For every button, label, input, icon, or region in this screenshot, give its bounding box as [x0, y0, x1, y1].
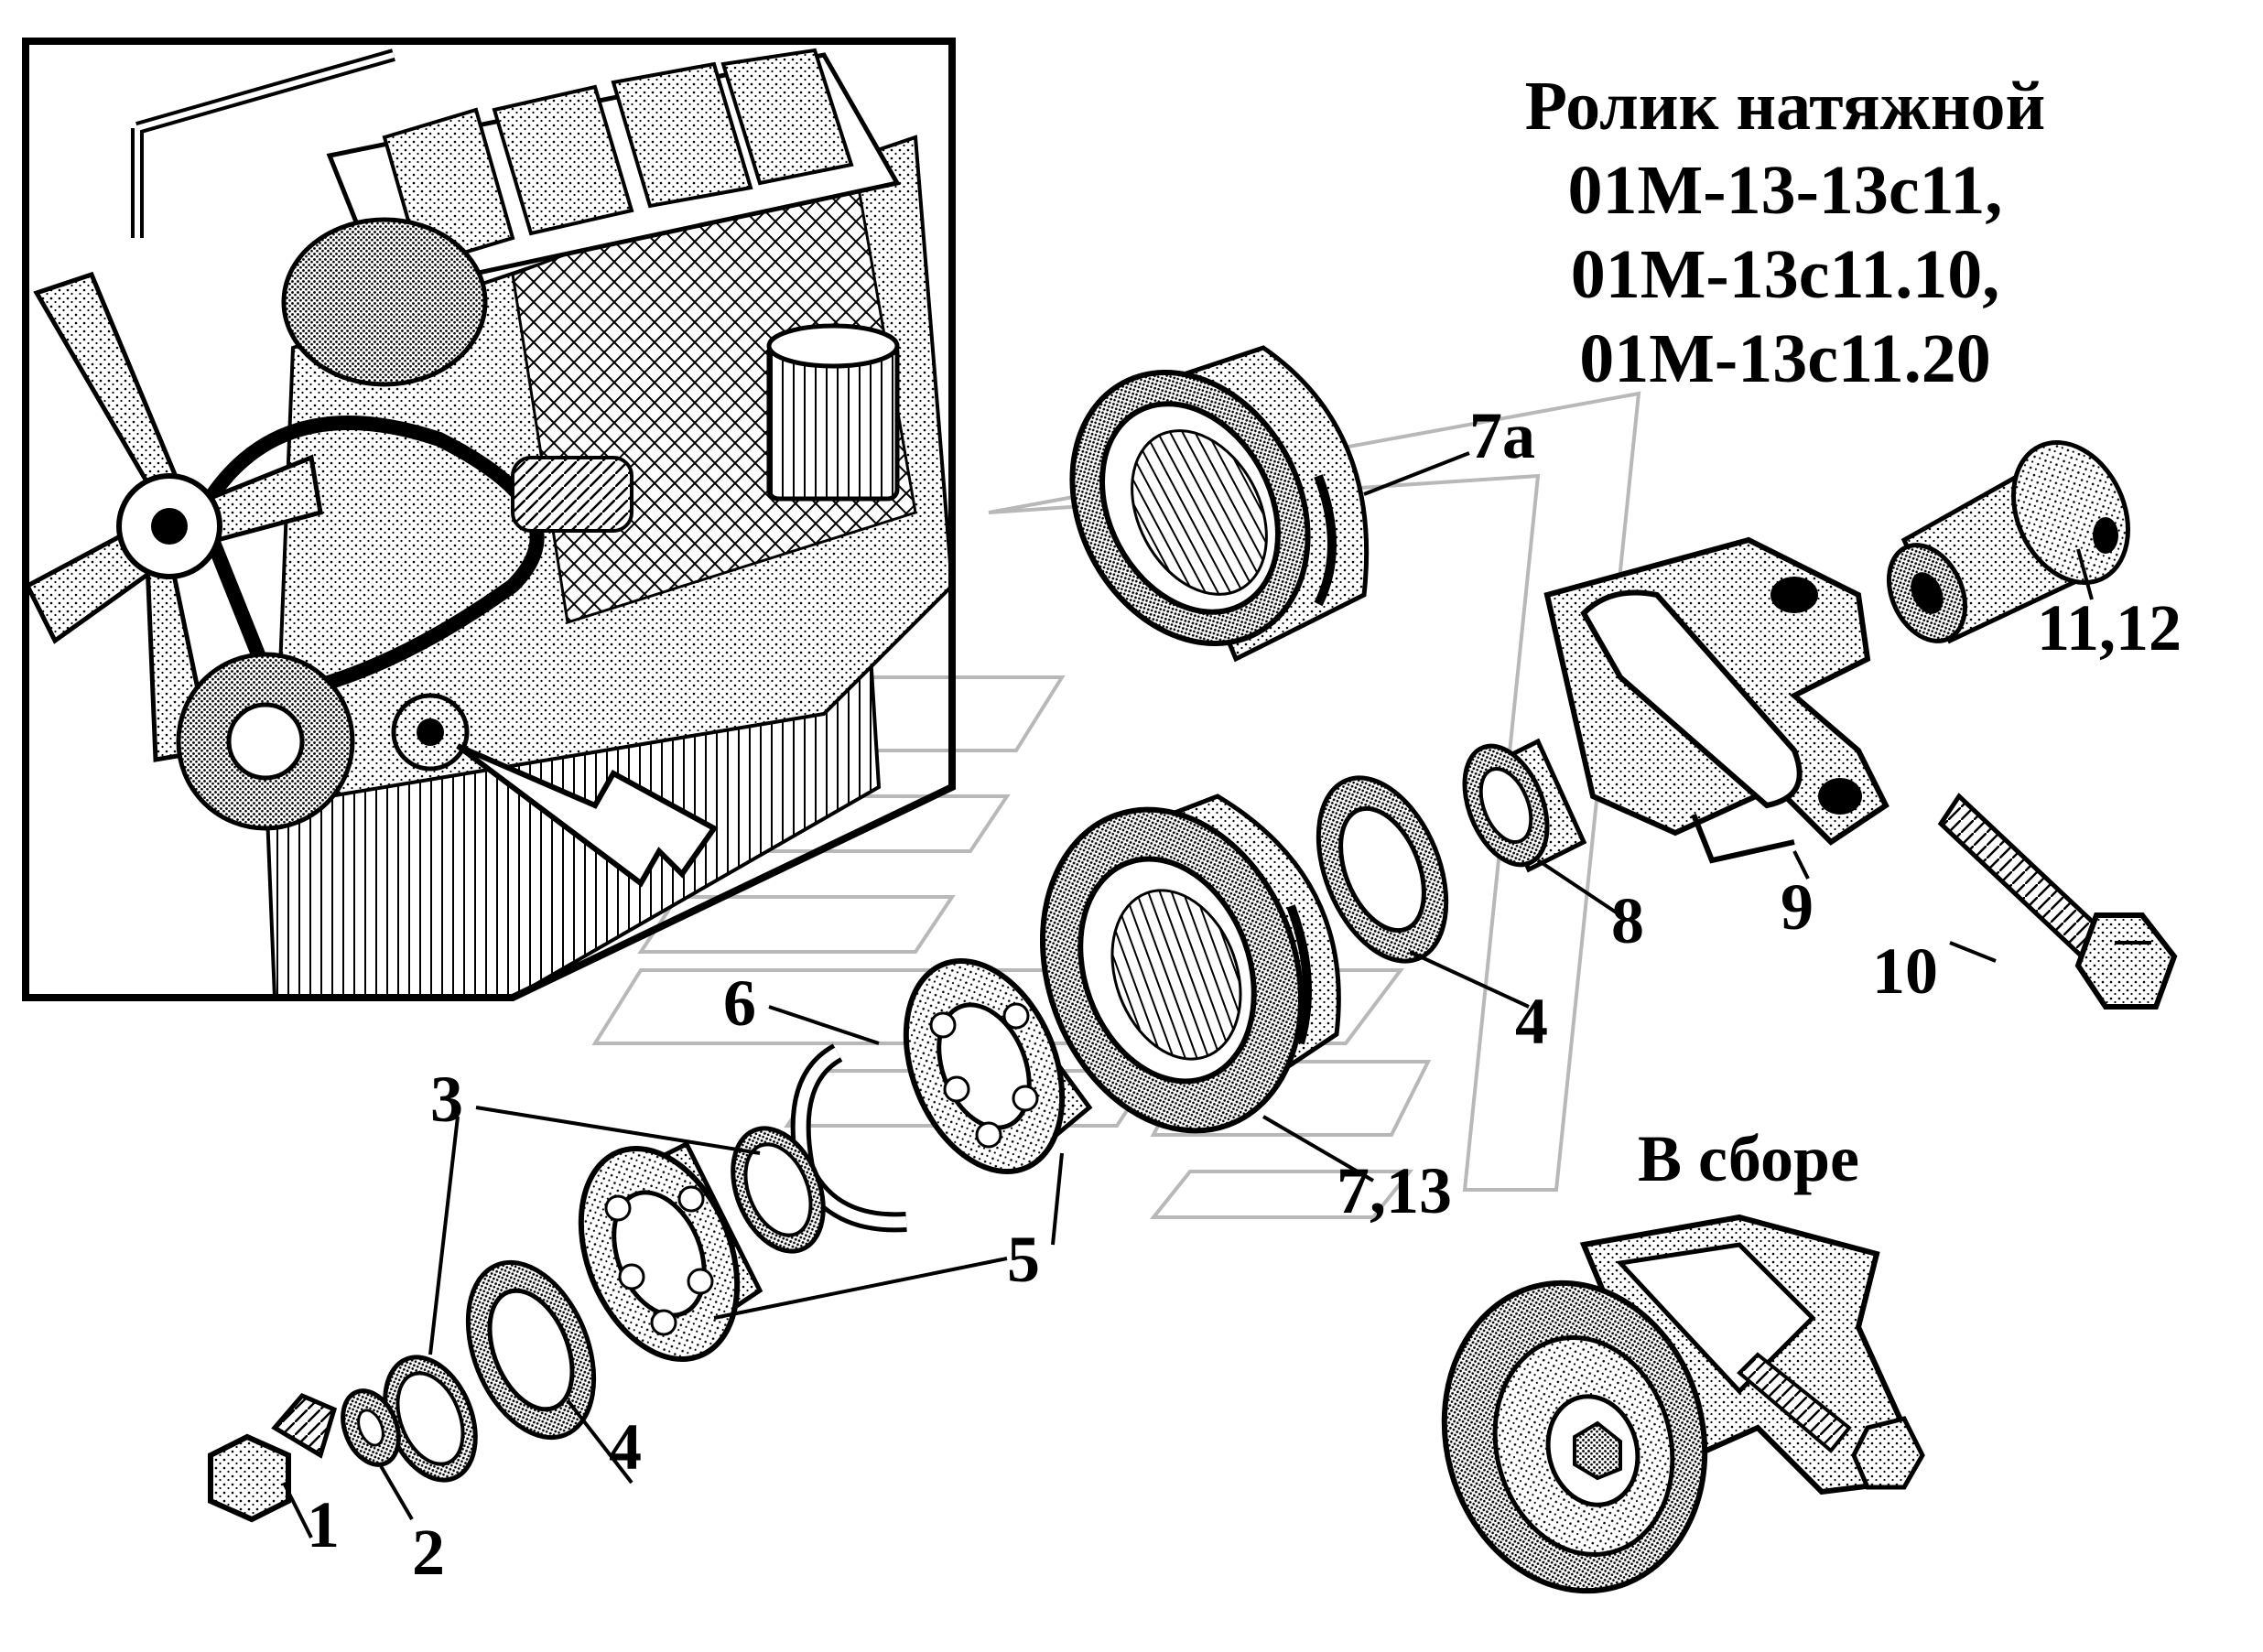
- callout-4-right: 4: [1515, 985, 1548, 1058]
- part-10-bolt: [1937, 793, 2178, 1010]
- title-line-3: 01М-13с11.10,: [1570, 236, 2000, 313]
- part-3-washer-left: [383, 1355, 478, 1483]
- callout-2: 2: [412, 1516, 445, 1589]
- callout-7a: 7а: [1469, 399, 1535, 472]
- part-5-bearing-left: [578, 1140, 763, 1363]
- callout-10: 10: [1872, 934, 1938, 1008]
- assembled-label: В сборе: [1638, 1122, 1859, 1195]
- title-line-1: Ролик натяжной: [1524, 68, 2046, 145]
- callout-3: 3: [430, 1063, 463, 1136]
- callout-8: 8: [1611, 884, 1644, 957]
- title-line-2: 01М-13-13с11,: [1567, 152, 2003, 229]
- part-9-bracket: [1543, 536, 1889, 864]
- assembled-view: [1441, 1214, 1925, 1594]
- callout-7-13: 7,13: [1337, 1154, 1452, 1227]
- part-2-washer: [341, 1388, 401, 1467]
- part-11-12-axle: [1886, 439, 2130, 644]
- callout-5: 5: [1007, 1223, 1040, 1296]
- title-line-4: 01М-13с11.20: [1579, 320, 1991, 397]
- callout-1: 1: [307, 1488, 340, 1561]
- part-1-bolt: [208, 1392, 338, 1523]
- callout-9: 9: [1781, 870, 1814, 944]
- callout-4-left: 4: [609, 1410, 642, 1484]
- callout-6: 6: [723, 966, 756, 1040]
- leader-lines: [282, 451, 2094, 1539]
- part-5-bearing-right: [903, 957, 1093, 1175]
- part-4-seal-left: [465, 1259, 597, 1441]
- part-3-washer-right: [731, 1126, 826, 1254]
- engine-inset: [22, 38, 956, 1001]
- part-8-sleeve: [1462, 738, 1587, 873]
- part-7a-pulley: [1069, 345, 1370, 663]
- part-7-13-pulley: [1039, 794, 1341, 1134]
- diagram-title: Ролик натяжной 01М-13-13с11, 01М-13с11.1…: [1428, 64, 2142, 401]
- callout-11-12: 11,12: [2037, 591, 2182, 664]
- part-4-seal-right: [1316, 775, 1449, 964]
